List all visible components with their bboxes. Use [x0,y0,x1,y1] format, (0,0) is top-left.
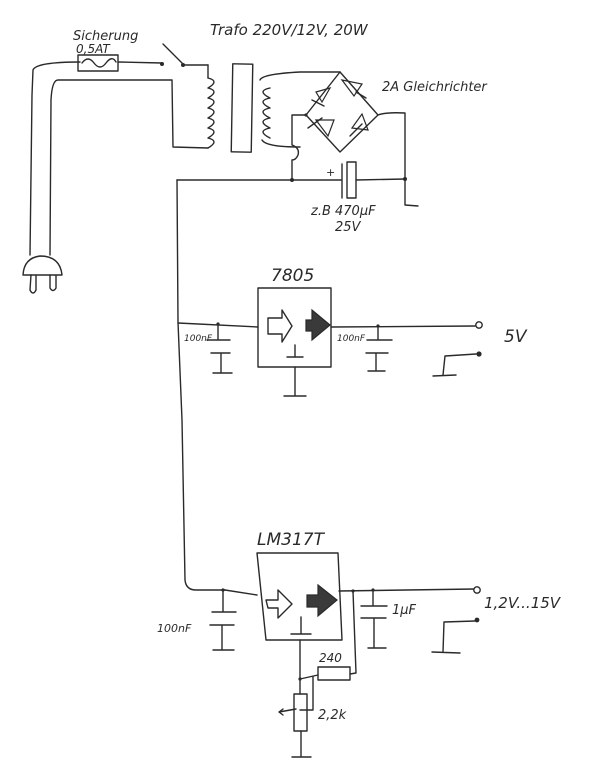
transformer-label: Trafo 220V/12V, 20W [210,21,369,39]
filter-capacitor-symbol [176,161,407,199]
regulator-7805-block [257,287,332,397]
rectifier-label: 2A Gleichrichter [382,80,488,95]
fuse-rating-label: 0,5AT [76,42,111,56]
potentiometer-symbol [278,678,312,758]
terminal-adj-positive [473,586,481,594]
filter-cap-polarity: + [326,166,335,179]
terminal-5v-positive [475,321,483,329]
cap-7805-out-label: 100nF [337,334,366,344]
fuse-label: Sicherung [73,29,138,44]
fuse-symbol [77,54,164,72]
regulator-lm317-block [256,552,343,681]
cap-lm317-out-label: 1µF [392,603,417,618]
filter-cap-value: z.B 470µF [310,204,376,219]
resistor-240-symbol [298,590,357,711]
ground-adj-symbol [431,617,480,654]
cap-7805-in-label: 100nF [184,334,213,344]
output-5v-label: 5V [504,327,528,347]
mains-plug-icon [22,255,63,294]
power-switch-symbol [162,43,209,67]
dc-rail [176,179,226,591]
capacitor-lm317-input [209,588,258,651]
capacitor-lm317-output [338,588,476,649]
ground-5v-symbol [432,351,482,377]
transformer-symbol [207,63,341,153]
cap-lm317-in-label: 100nF [157,622,192,635]
filter-cap-voltage: 25V [335,220,362,235]
regulator-lm317-label: LM317T [257,530,326,550]
capacitor-7805-input [177,322,259,374]
bridge-rectifier-symbol [291,71,419,207]
output-adj-label: 1,2V...15V [484,594,562,612]
potentiometer-label: 2,2k [318,708,347,723]
mains-cord [29,61,209,256]
regulator-7805-label: 7805 [271,266,314,286]
capacitor-7805-output [330,324,476,372]
resistor-label: 240 [319,651,342,665]
